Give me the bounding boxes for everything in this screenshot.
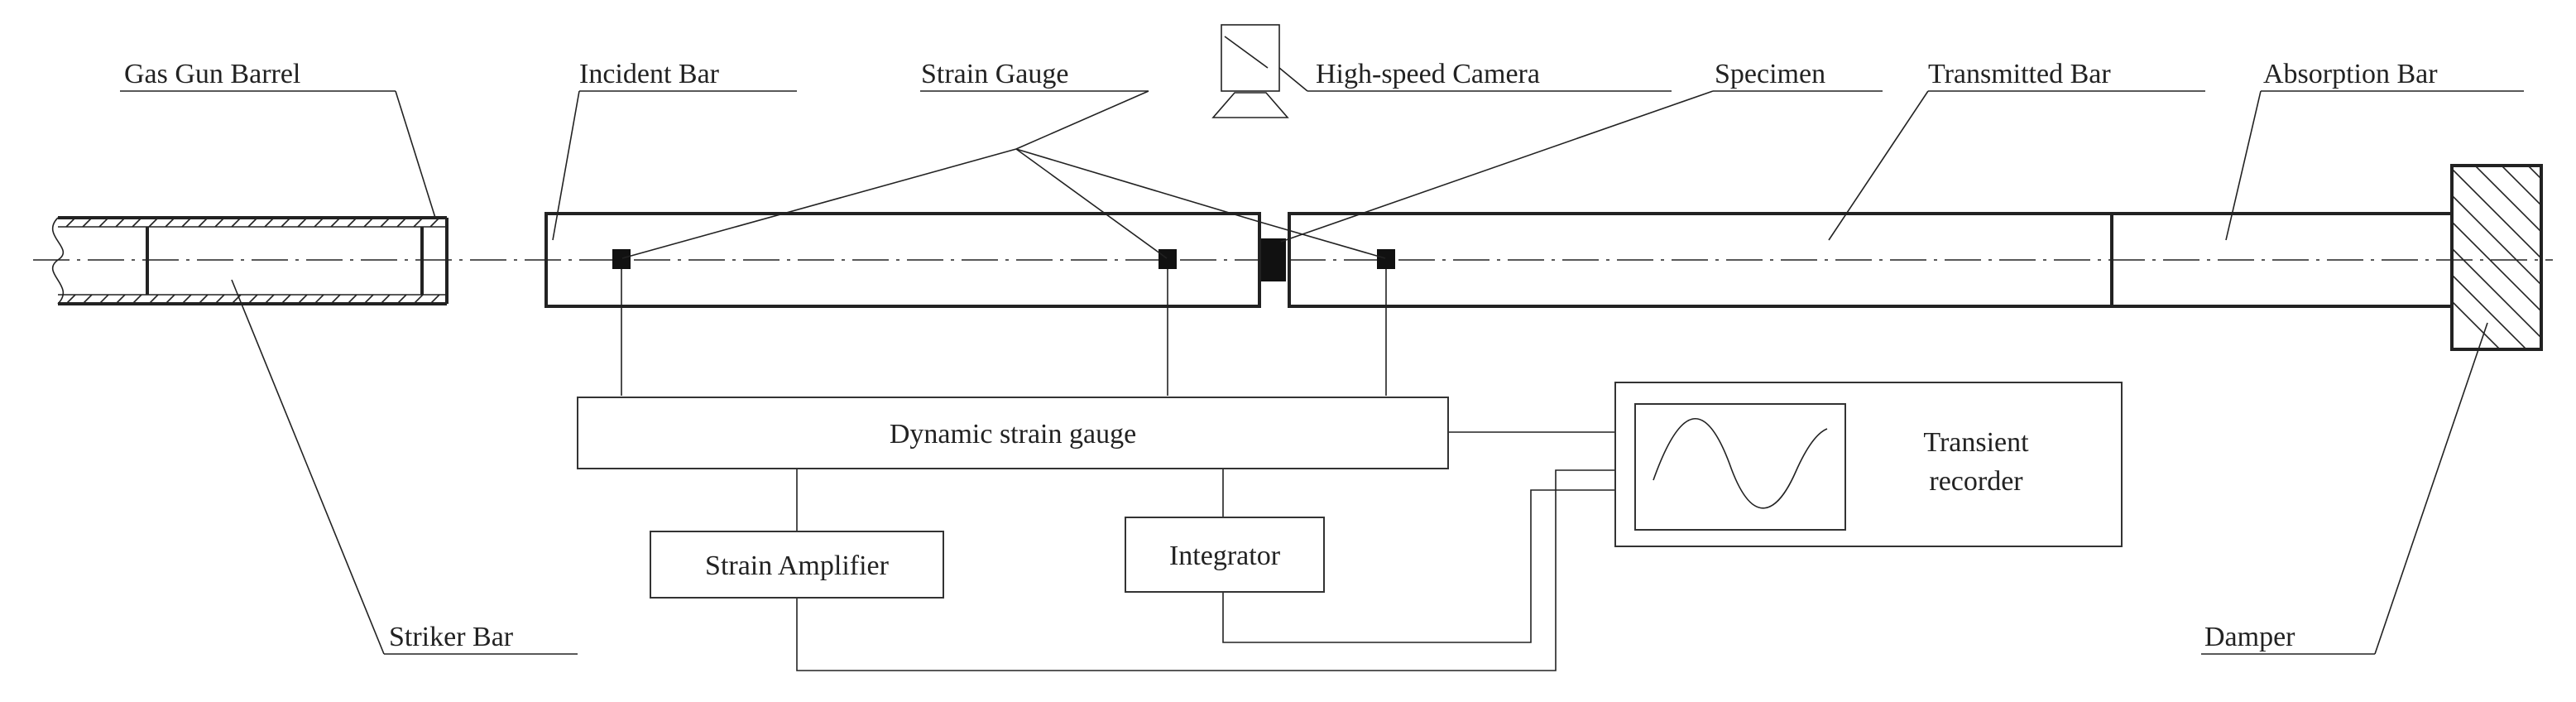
camera-icon	[1211, 24, 1289, 118]
label-specimen: Specimen	[1715, 59, 1825, 89]
signal-wires	[621, 269, 1624, 671]
label-high-speed-camera: High-speed Camera	[1316, 59, 1540, 89]
label-strain-gauge: Strain Gauge	[921, 59, 1068, 89]
leader-lines	[120, 67, 2524, 655]
label-transient-recorder-line1: Transient	[1923, 427, 2029, 458]
strain-gauge-incident-2	[1158, 249, 1177, 269]
strain-amplifier-box	[650, 531, 944, 599]
label-incident-bar: Incident Bar	[579, 59, 720, 89]
oscilloscope-screen	[1634, 403, 1846, 531]
integrator-box	[1125, 517, 1325, 593]
label-integrator: Integrator	[1169, 541, 1281, 571]
strain-gauge-incident-1	[612, 249, 631, 269]
label-dynamic-strain-gauge: Dynamic strain gauge	[890, 419, 1136, 450]
dynamic-strain-gauge-box	[577, 397, 1449, 469]
label-transient-recorder-line2: recorder	[1929, 466, 2023, 497]
incident-bar	[544, 212, 1261, 308]
label-absorption-bar: Absorption Bar	[2263, 59, 2438, 89]
strain-gauge-transmitted	[1377, 249, 1395, 269]
damper	[2450, 164, 2543, 351]
specimen	[1261, 238, 1286, 281]
label-transmitted-bar: Transmitted Bar	[1928, 59, 2111, 89]
striker-bar	[146, 227, 424, 295]
label-strain-amplifier: Strain Amplifier	[705, 551, 890, 581]
label-striker-bar: Striker Bar	[389, 622, 514, 652]
label-gas-gun-barrel: Gas Gun Barrel	[124, 59, 300, 89]
gas-gun-barrel	[51, 216, 449, 305]
label-damper: Damper	[2204, 622, 2295, 652]
